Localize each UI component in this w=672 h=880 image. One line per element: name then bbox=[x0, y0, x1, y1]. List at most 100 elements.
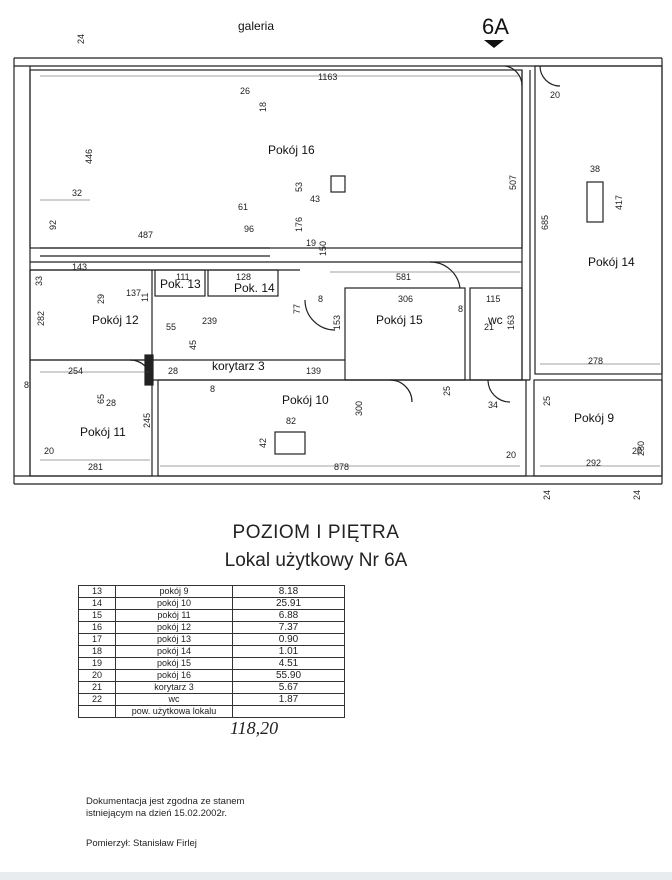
room-label-16: Pokój 16 bbox=[268, 143, 315, 157]
table-cell-no: 19 bbox=[78, 657, 116, 670]
room-9-outline bbox=[533, 379, 663, 477]
table-cell-no: 13 bbox=[78, 585, 116, 598]
table-cell-area: 55.90 bbox=[232, 669, 345, 682]
dimension-label: 20 bbox=[550, 90, 560, 100]
column-marker bbox=[144, 354, 154, 386]
room-13-outline bbox=[154, 269, 206, 297]
table-cell-area: 25.91 bbox=[232, 597, 345, 610]
dimension-label: 11 bbox=[140, 293, 150, 302]
column-marker bbox=[274, 431, 306, 455]
column-marker bbox=[330, 175, 346, 193]
dimension-label: 150 bbox=[318, 241, 328, 256]
dimension-label: 446 bbox=[84, 149, 94, 164]
table-cell-area: 6.88 bbox=[232, 609, 345, 622]
dimension-label: 487 bbox=[138, 230, 153, 240]
total-area-handwritten: 118,20 bbox=[230, 718, 279, 738]
note-line-2: istniejącym na dzień 15.02.2002r. bbox=[86, 808, 228, 819]
dimension-label: 32 bbox=[72, 188, 82, 198]
dimension-label: 42 bbox=[258, 438, 268, 448]
dimension-label: 96 bbox=[244, 224, 254, 234]
dimension-label: 281 bbox=[88, 462, 103, 472]
dimension-label: 139 bbox=[306, 366, 321, 376]
table-cell-room: pokój 9 bbox=[115, 585, 233, 598]
table-cell-room: pokój 14 bbox=[115, 645, 233, 658]
dimension-label: 20 bbox=[44, 446, 54, 456]
room-11-outline bbox=[29, 359, 153, 477]
room-label-14: Pokój 14 bbox=[588, 255, 635, 269]
room-16-outline bbox=[29, 69, 523, 249]
table-cell-room: wc bbox=[115, 693, 233, 706]
dimension-label: 306 bbox=[398, 294, 413, 304]
dimension-label: 280 bbox=[636, 441, 646, 456]
dimension-label: 1163 bbox=[318, 72, 337, 82]
dimension-label: 245 bbox=[142, 413, 152, 428]
table-cell-no: 16 bbox=[78, 621, 116, 634]
dimension-label: 45 bbox=[188, 340, 198, 350]
table-cell-room: korytarz 3 bbox=[115, 681, 233, 694]
note-line-1: Dokumentacja jest zgodna ze stanem bbox=[86, 796, 245, 807]
dimension-label: 111 bbox=[176, 272, 190, 282]
table-cell-no: 17 bbox=[78, 633, 116, 646]
dimension-label: 25 bbox=[442, 386, 452, 396]
table-cell-no: 15 bbox=[78, 609, 116, 622]
dimension-label: 24 bbox=[76, 34, 86, 44]
dimension-label: 20 bbox=[506, 450, 516, 460]
room-label-13: Pok. 13 bbox=[160, 277, 201, 291]
dimension-label: 77 bbox=[292, 304, 302, 314]
table-cell-area: 4.51 bbox=[232, 657, 345, 670]
dimension-label: 28 bbox=[168, 366, 178, 376]
dimension-label: 25 bbox=[542, 396, 552, 406]
table-cell-area bbox=[232, 705, 345, 718]
table-cell-area: 1.01 bbox=[232, 645, 345, 658]
dimension-label: 292 bbox=[586, 458, 601, 468]
dimension-label: 61 bbox=[238, 202, 248, 212]
column-marker bbox=[586, 181, 604, 223]
table-cell-room: pokój 10 bbox=[115, 597, 233, 610]
dimension-label: 24 bbox=[632, 490, 642, 500]
gallery-label: galeria bbox=[238, 19, 274, 33]
dimension-label: 38 bbox=[590, 164, 600, 174]
dimension-label: 8 bbox=[458, 304, 463, 314]
room-10-outline bbox=[157, 379, 527, 477]
table-cell-no: 14 bbox=[78, 597, 116, 610]
dimension-label: 685 bbox=[540, 215, 550, 230]
table-cell-no: 22 bbox=[78, 693, 116, 706]
table-cell-room: pokój 16 bbox=[115, 669, 233, 682]
dimension-label: 417 bbox=[614, 195, 624, 210]
dimension-label: 143 bbox=[72, 262, 87, 272]
table-cell-area: 0.90 bbox=[232, 633, 345, 646]
dimension-label: 176 bbox=[294, 217, 304, 232]
dimension-label: 28 bbox=[106, 398, 116, 408]
room-label-15: Pokój 15 bbox=[376, 313, 423, 327]
room-14b-outline bbox=[207, 269, 279, 297]
dimension-label: 26 bbox=[240, 86, 250, 96]
dimension-label: 34 bbox=[488, 400, 498, 410]
dimension-label: 282 bbox=[36, 311, 46, 326]
dimension-label: 55 bbox=[166, 322, 176, 332]
table-cell-room: pow. użytkowa lokalu bbox=[115, 705, 233, 718]
room-label-10: Pokój 10 bbox=[282, 393, 329, 407]
dimension-label: 137 bbox=[126, 288, 141, 298]
dimension-label: 65 bbox=[96, 394, 106, 404]
table-cell-no: 20 bbox=[78, 669, 116, 682]
dimension-label: 20 bbox=[632, 446, 642, 456]
dimension-label: 239 bbox=[202, 316, 217, 326]
dimension-label: 8 bbox=[24, 380, 29, 390]
table-cell-no bbox=[78, 705, 116, 718]
dimension-label: 128 bbox=[236, 272, 251, 282]
table-cell-no: 21 bbox=[78, 681, 116, 694]
plan-subtitle: Lokal użytkowy Nr 6A bbox=[224, 550, 408, 571]
dimension-label: 24 bbox=[542, 490, 552, 500]
dimension-label: 153 bbox=[332, 315, 342, 330]
room-label-14b: Pok. 14 bbox=[234, 281, 275, 295]
dimension-label: 33 bbox=[34, 276, 44, 286]
unit-marker: 6A bbox=[482, 14, 509, 39]
